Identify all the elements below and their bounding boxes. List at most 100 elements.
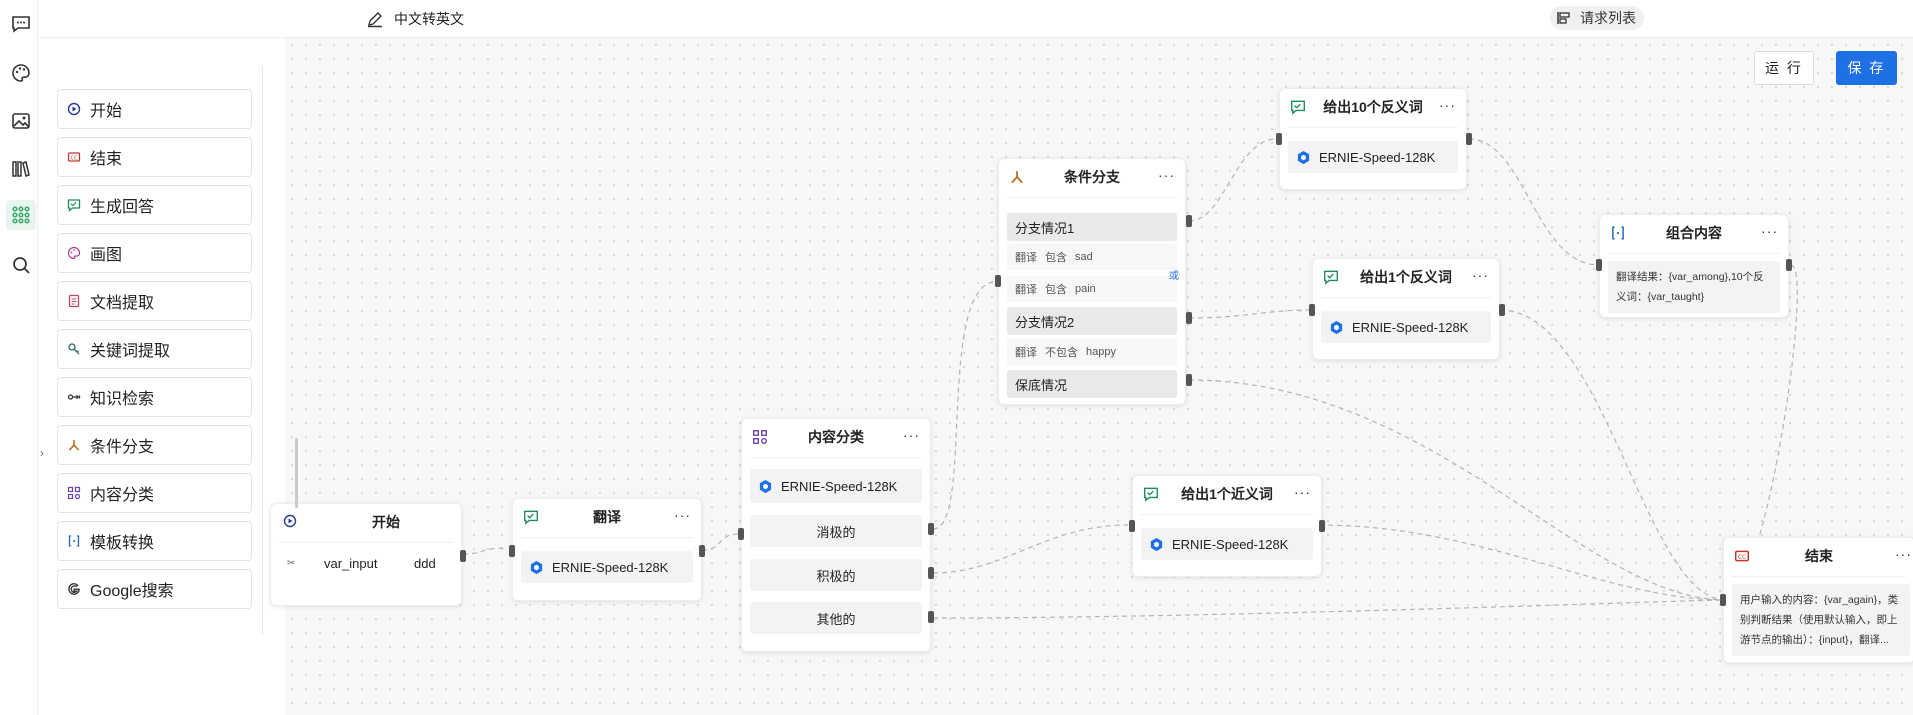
node-translate-input-handle[interactable] (509, 545, 515, 557)
save-button[interactable]: 保 存 (1836, 51, 1897, 85)
more-icon[interactable]: ··· (1472, 267, 1489, 283)
palette-icon[interactable] (6, 58, 36, 88)
chat-icon[interactable] (6, 9, 36, 39)
node-content-classify[interactable]: 内容分类 ··· ERNIE-Speed-128K 消极的 积极的 其他的 (741, 418, 931, 652)
condition-operator: 包含 (1045, 252, 1067, 264)
node-synonym-1[interactable]: 给出1个近义词 ··· ERNIE-Speed-128K (1132, 475, 1322, 577)
branch-case-1[interactable]: 分支情况1 (1007, 213, 1177, 241)
palette-item-generate-answer[interactable]: 生成回答 (57, 185, 252, 225)
end-output-text[interactable]: 用户输入的内容：{var_again}，类别判断结果（使用默认输入，即上游节点的… (1732, 584, 1910, 656)
image-icon[interactable] (6, 106, 36, 136)
generate-answer-icon (523, 509, 539, 525)
palette-item-keyword-extract[interactable]: 关键词提取 (57, 329, 252, 369)
branch-condition-row[interactable]: 翻译 包含 pain (1007, 276, 1177, 302)
model-selector[interactable]: ERNIE-Speed-128K (750, 469, 922, 503)
node-combine-content[interactable]: 组合内容 ··· 翻译结果：{var_among},10个反义词：{var_ta… (1599, 214, 1789, 318)
node-end-input-handle[interactable] (1720, 594, 1726, 606)
node-antonym10-output-handle[interactable] (1466, 133, 1472, 145)
template-icon (1610, 225, 1626, 241)
more-icon[interactable]: ··· (674, 507, 691, 523)
palette-item-label: 画图 (90, 247, 123, 264)
node-classify-input-handle[interactable] (738, 528, 744, 540)
node-end[interactable]: CC 结束 ··· 用户输入的内容：{var_again}，类别判断结果（使用默… (1723, 537, 1913, 663)
branch-fallback[interactable]: 保底情况 (1007, 370, 1177, 398)
model-selector[interactable]: ERNIE-Speed-128K (521, 551, 693, 583)
palette-item-template-convert[interactable]: 模板转换 (57, 521, 252, 561)
condition-operator: 包含 (1045, 284, 1067, 296)
apps-grid-icon[interactable] (6, 200, 36, 230)
end-icon: CC (1734, 548, 1750, 564)
palette-item-start[interactable]: 开始 (57, 89, 252, 129)
node-classify-positive-handle[interactable] (928, 567, 934, 579)
class-item-negative[interactable]: 消极的 (750, 515, 922, 547)
more-icon[interactable]: ··· (1895, 546, 1912, 562)
edit-icon[interactable] (366, 10, 384, 28)
node-antonym1-output-handle[interactable] (1499, 304, 1505, 316)
template-text[interactable]: 翻译结果：{var_among},10个反义词：{var_taught} (1608, 261, 1780, 313)
model-selector[interactable]: ERNIE-Speed-128K (1321, 311, 1491, 343)
document-extract-icon (66, 293, 82, 309)
palette-item-knowledge-search[interactable]: 知识检索 (57, 377, 252, 417)
edge-layer (462, 138, 1798, 619)
palette-item-document-extract[interactable]: 文档提取 (57, 281, 252, 321)
run-button[interactable]: 运 行 (1754, 51, 1814, 85)
class-item-other[interactable]: 其他的 (750, 602, 922, 634)
node-antonym1-input-handle[interactable] (1309, 304, 1315, 316)
node-classify-other-handle[interactable] (928, 611, 934, 623)
classify-icon (752, 429, 768, 445)
ernie-model-icon (1297, 150, 1310, 164)
palette-item-end[interactable]: CC 结束 (57, 137, 252, 177)
node-antonym-10[interactable]: 给出10个反义词 ··· ERNIE-Speed-128K (1279, 88, 1467, 190)
class-item-positive[interactable]: 积极的 (750, 559, 922, 591)
more-icon[interactable]: ··· (1439, 97, 1456, 113)
palette-item-draw[interactable]: 画图 (57, 233, 252, 273)
collapse-panel-chevron-icon[interactable]: › (40, 446, 44, 460)
svg-text:CC: CC (1738, 555, 1746, 561)
more-icon[interactable]: ··· (903, 427, 920, 443)
branch-case-2[interactable]: 分支情况2 (1007, 307, 1177, 335)
or-operator-toggle[interactable]: 或 (1169, 271, 1179, 282)
edge-classify-positive-synonym (932, 524, 1129, 574)
model-name: ERNIE-Speed-128K (781, 478, 898, 494)
branch-condition-row[interactable]: 翻译 不包含 happy (1007, 339, 1177, 365)
more-icon[interactable]: ··· (1761, 223, 1778, 239)
branch-condition-row[interactable]: 翻译 包含 sad (1007, 244, 1177, 270)
node-branch-case1-handle[interactable] (1186, 215, 1192, 227)
node-antonym-1[interactable]: 给出1个反义词 ··· ERNIE-Speed-128K (1312, 258, 1500, 360)
more-icon[interactable]: ··· (1158, 167, 1175, 183)
node-combine-input-handle[interactable] (1596, 259, 1602, 271)
canvas-scrollbar[interactable] (295, 438, 298, 508)
node-combine-output-handle[interactable] (1786, 259, 1792, 271)
model-selector[interactable]: ERNIE-Speed-128K (1141, 528, 1313, 560)
edge-case2-antonym1 (1188, 309, 1311, 319)
node-start[interactable]: 开始 ✂ var_input ddd (270, 503, 462, 606)
edge-case1-antonym10 (1188, 138, 1278, 222)
model-name: ERNIE-Speed-128K (1319, 149, 1436, 165)
condition-value: sad (1075, 251, 1093, 263)
node-translate-output-handle[interactable] (699, 545, 705, 557)
workflow-title[interactable]: 中文转英文 (366, 8, 464, 30)
palette-item-content-classify[interactable]: 内容分类 (57, 473, 252, 513)
request-list-button[interactable]: 请求列表 (1550, 6, 1644, 30)
model-selector[interactable]: ERNIE-Speed-128K (1288, 141, 1458, 173)
node-antonym10-input-handle[interactable] (1276, 133, 1282, 145)
start-variable-row[interactable]: ✂ var_input ddd (279, 548, 453, 578)
node-condition-branch[interactable]: 条件分支 ··· 分支情况1 翻译 包含 sad 翻译 包含 pain 或 分支… (998, 158, 1186, 405)
palette-item-google-search[interactable]: Google搜索 (57, 569, 252, 609)
node-branch-case2-handle[interactable] (1186, 312, 1192, 324)
node-synonym-input-handle[interactable] (1129, 520, 1135, 532)
library-icon[interactable] (6, 154, 36, 184)
node-translate[interactable]: 翻译 ··· ERNIE-Speed-128K (512, 498, 702, 601)
node-start-output-handle[interactable] (460, 550, 466, 562)
panel-divider (262, 66, 263, 634)
search-icon[interactable] (6, 250, 36, 280)
edge-antonym1-end (1499, 309, 1727, 601)
node-synonym-output-handle[interactable] (1319, 520, 1325, 532)
condition-value: happy (1086, 346, 1116, 358)
more-icon[interactable]: ··· (1294, 484, 1311, 500)
node-classify-negative-handle[interactable] (928, 523, 934, 535)
node-branch-fallback-handle[interactable] (1186, 374, 1192, 386)
palette-item-condition-branch[interactable]: 条件分支 (57, 425, 252, 465)
node-branch-input-handle[interactable] (995, 275, 1001, 287)
variable-name: var_input (324, 555, 378, 571)
